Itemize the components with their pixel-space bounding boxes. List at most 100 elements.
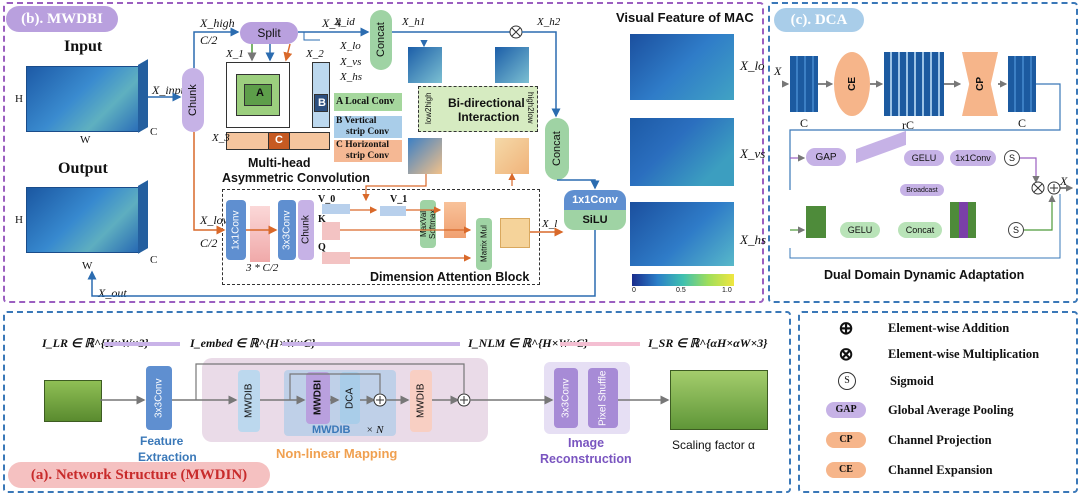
- grid-label-c: C: [275, 134, 283, 146]
- input-cube-side: [138, 59, 148, 133]
- dab-chunk-block: Chunk: [298, 200, 314, 260]
- x-h2-label: X_h2: [537, 16, 561, 28]
- sigmoid-icon: S: [838, 372, 856, 390]
- mac-feature-lo: [630, 34, 734, 100]
- legend-label-cp: Channel Projection: [888, 432, 992, 447]
- multiply-icon: ⊗: [838, 344, 854, 364]
- bi-line1: Bi-directional: [448, 96, 525, 110]
- bi-line2: Interaction: [458, 110, 520, 124]
- gap-icon: GAP: [826, 402, 866, 418]
- dab-k: K: [318, 214, 326, 225]
- network-title: (a). Network Structure (MWDIN): [8, 462, 270, 488]
- dab-maxval-block: MaxVal Softmax: [419, 200, 437, 248]
- x2-label: X_2: [306, 48, 324, 60]
- low-feature-bottom: [408, 138, 442, 174]
- x3-label: X_3: [212, 132, 230, 144]
- legend-row-sigmoid: S Sigmoid: [826, 372, 934, 390]
- mac-label-hs: X_hs: [740, 232, 766, 247]
- dca-conv1x1: 1x1Conv: [950, 150, 996, 166]
- dca-title: (c). DCA: [774, 8, 864, 32]
- output-cube-side: [138, 180, 148, 254]
- conv1x1-block: 1x1Conv: [564, 190, 626, 210]
- lr-image: [44, 380, 102, 422]
- x-out-label: X_out: [98, 286, 127, 300]
- legend-row-multiplication: ⊗ Element-wise Multiplication: [826, 344, 1039, 365]
- concat-top-block: Concat: [370, 10, 392, 70]
- mwdbi-title: (b). MWDBI: [6, 6, 118, 32]
- dab-3c2: 3 * C/2: [246, 262, 279, 274]
- dca-gap-block: GAP: [806, 148, 846, 166]
- i-lr: I_LR ∈ ℝ^{H×W×3}: [42, 336, 149, 350]
- mac-label-lo: X_lo: [740, 58, 765, 73]
- dab-attn-stack: [444, 202, 466, 238]
- legend-row-cp: CP Channel Projection: [826, 432, 992, 448]
- i-sr: I_SR ∈ ℝ^{αH×αW×3}: [648, 336, 768, 350]
- dab-out-cube: [500, 218, 530, 248]
- input-feature-cube: [26, 66, 140, 132]
- dca-c-right: C: [1018, 116, 1027, 130]
- mwdbi-panel: [3, 2, 764, 303]
- mac-title: Visual Feature of MAC: [616, 10, 754, 25]
- mhac-title-1: Multi-head: [248, 156, 311, 170]
- c-half-bottom: C/2: [200, 236, 218, 250]
- mac-feature-hs: [630, 202, 734, 266]
- legend-label-sigmoid: Sigmoid: [890, 373, 934, 388]
- ir-conv-block: 3x3Conv: [554, 368, 578, 428]
- legend-label-multiplication: Element-wise Multiplication: [888, 347, 1040, 361]
- dab-v1-tensor: [380, 206, 406, 216]
- legend-row-gap: GAP Global Average Pooling: [826, 402, 1013, 418]
- x-high-label: X_high: [200, 16, 235, 30]
- legend-label-addition: Element-wise Addition: [888, 321, 1010, 335]
- mhac-title-2: Asymmetric Convolution: [222, 171, 370, 185]
- dca-ce-label: CE: [846, 77, 858, 91]
- times-n: × N: [366, 424, 384, 436]
- x-vs-label: X_vs: [340, 56, 362, 68]
- dca-ce-block: CE: [834, 52, 870, 116]
- dab-title: Dimension Attention Block: [370, 270, 530, 284]
- dca-cp-label: CP: [974, 77, 986, 91]
- conv-c-line2: strip Conv: [346, 151, 390, 161]
- dim-w-in: W: [80, 134, 91, 146]
- dca-gelu-bottom: GELU: [840, 222, 880, 238]
- legend-label-gap: Global Average Pooling: [888, 402, 1014, 417]
- conv-c-line1: C Horizontal: [336, 140, 390, 150]
- legend-panel: [798, 311, 1078, 493]
- asymmetric-conv-grid: A B C: [226, 62, 336, 150]
- high-to-low-label: high2low: [526, 92, 535, 124]
- dab-conv1-block: 1x1Conv: [226, 200, 246, 260]
- dca-broadcast: Broadcast: [900, 184, 944, 196]
- dca-gelu-top: GELU: [904, 150, 944, 166]
- dim-h-out: H: [15, 214, 23, 226]
- dca-concat: Concat: [898, 222, 942, 238]
- cp-icon: CP: [826, 432, 866, 448]
- i-nlm: I_NLM ∈ ℝ^{H×W×C}: [468, 336, 589, 350]
- dca-concat-tensor: [950, 202, 976, 238]
- network-panel: [3, 311, 791, 493]
- dca-block: DCA: [340, 372, 360, 424]
- pixel-shuffle-block: Pixel Shuffle: [588, 368, 618, 428]
- fe-conv-block: 3x3Conv: [146, 366, 172, 430]
- grid-label-a: A: [256, 87, 264, 99]
- ir-label-2: Reconstruction: [540, 452, 632, 466]
- low-to-high-label: low2high: [424, 92, 433, 124]
- dca-tensor-left: [790, 56, 818, 112]
- dca-x-in: X: [774, 64, 782, 78]
- dab-matrix-block: Matrix Mul: [476, 218, 492, 270]
- c-half-top: C/2: [200, 33, 218, 47]
- dca-tensor-rc: [884, 52, 944, 116]
- high-feature-top-right: [495, 47, 529, 83]
- dab-mid-stack: [250, 206, 270, 262]
- input-label: Input: [64, 38, 103, 55]
- i-embed: I_embed ∈ ℝ^{H×W×C}: [190, 336, 316, 350]
- mac-colorbar-tick-1: 0.5: [676, 287, 686, 294]
- ir-label-1: Image: [568, 436, 605, 450]
- mwdbi-block: MWDBI: [306, 372, 330, 424]
- dab-q-tensor: [322, 252, 350, 264]
- x4-label: X_4: [322, 16, 342, 30]
- chunk-block: Chunk: [182, 68, 204, 132]
- concat-right-block: Concat: [545, 118, 569, 180]
- low-feature-bottom-right: [495, 138, 529, 174]
- dim-w-out: W: [82, 260, 93, 272]
- mwdib-1: MWDIB: [238, 370, 260, 432]
- mac-colorbar-tick-0: 0: [632, 287, 636, 294]
